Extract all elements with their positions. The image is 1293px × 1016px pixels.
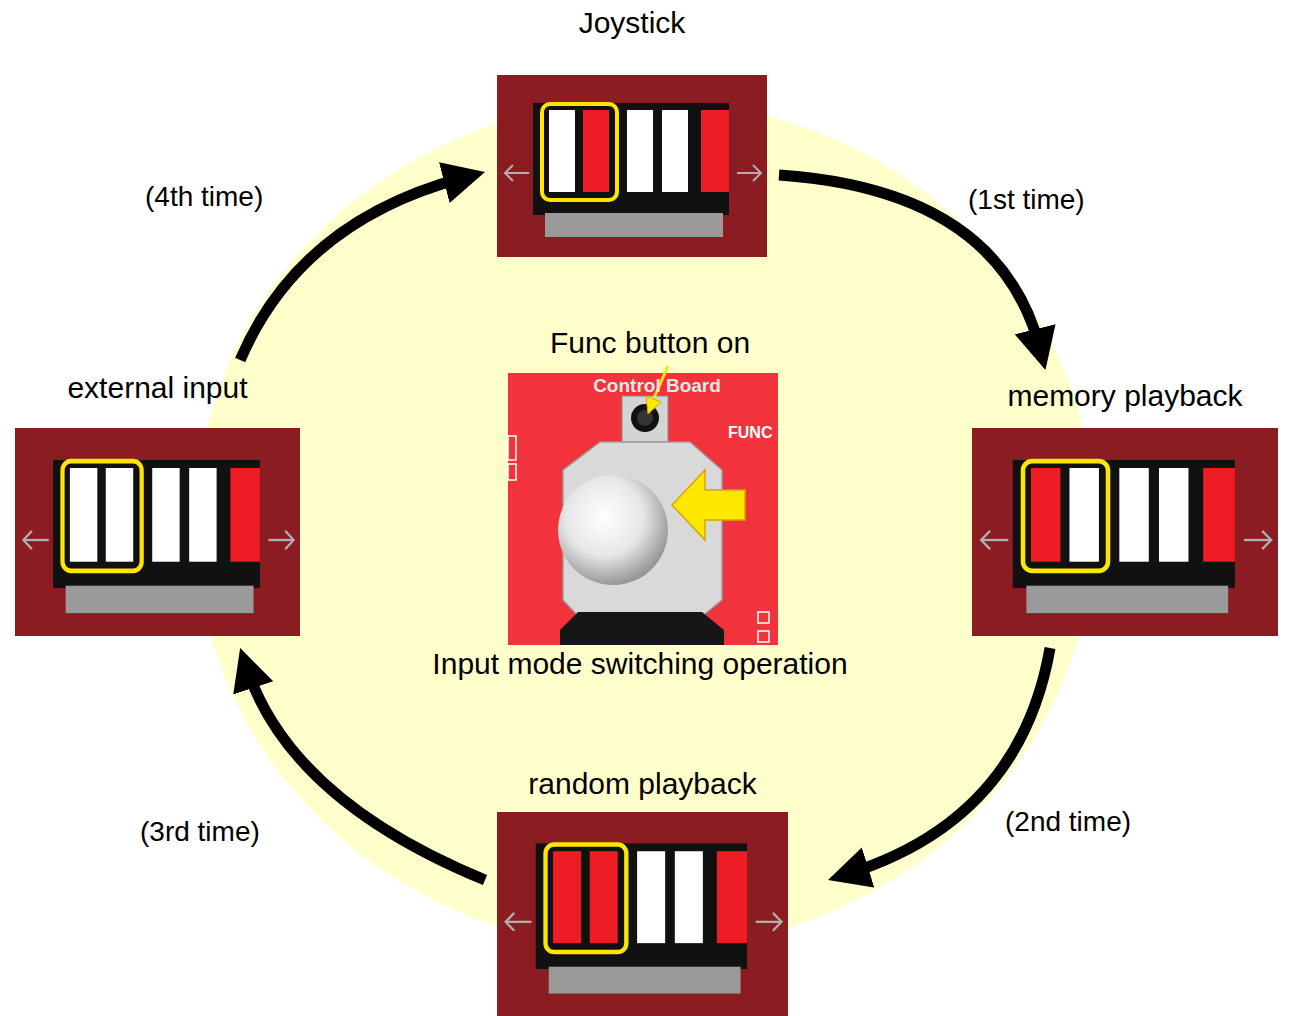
leader-arrowhead	[646, 396, 661, 414]
mode-node: random playback	[497, 766, 788, 1016]
scroll-arrow	[756, 921, 782, 923]
scroll-arrow	[981, 539, 1008, 541]
push-arrow	[672, 470, 745, 540]
scroll-arrow	[506, 921, 532, 923]
board-silkscreen: Control Board	[593, 374, 721, 397]
indicator-cell	[717, 851, 747, 943]
indicator-cell	[583, 110, 609, 192]
indicator-cell	[553, 851, 581, 943]
panel-ground	[972, 428, 1278, 636]
board-pad	[508, 436, 516, 460]
board-pad	[758, 631, 769, 642]
indicator-cell	[1203, 468, 1235, 562]
scroll-arrow	[23, 531, 31, 549]
indicator-cell	[1159, 468, 1188, 562]
caption-label: Input mode switching operation	[432, 646, 847, 682]
mode-node: external input	[15, 370, 300, 636]
indicator-cell	[701, 110, 729, 192]
mode-indicator	[497, 812, 788, 1016]
scroll-arrow	[23, 539, 48, 541]
mode-indicator	[497, 75, 767, 257]
scroll-arrow	[285, 531, 293, 549]
board-pad	[508, 464, 516, 480]
scroll-arrow	[505, 172, 529, 174]
func-button-body	[622, 396, 668, 442]
scroll-arrow	[753, 165, 761, 181]
mode-node: Joystick	[497, 5, 767, 257]
button-silkscreen: FUNC	[728, 423, 772, 442]
switch-body	[1013, 460, 1235, 588]
mode-heading: random playback	[497, 766, 788, 802]
joystick-knob	[558, 475, 668, 585]
joystick-base	[560, 612, 724, 645]
mode-indicator	[972, 428, 1278, 636]
step-label: (2nd time)	[1005, 805, 1131, 839]
scroll-arrow	[506, 913, 515, 931]
scroll-arrow	[268, 539, 293, 541]
highlight-frame	[542, 104, 617, 200]
mode-node: memory playback	[972, 378, 1278, 636]
indicator-cell	[1069, 468, 1098, 562]
indicator-cell	[70, 468, 97, 562]
mode-indicator	[15, 428, 300, 636]
switch-base	[66, 586, 254, 613]
highlight-frame	[546, 845, 627, 953]
indicator-cell	[230, 468, 260, 562]
indicator-cell	[152, 468, 179, 562]
panel-ground	[497, 812, 788, 1016]
indicator-cell	[189, 468, 216, 562]
mode-heading: Joystick	[497, 5, 767, 41]
cycle-arrow	[847, 648, 1050, 874]
cycle-arrow	[240, 177, 465, 360]
mode-panel	[497, 75, 767, 257]
highlight-frame	[1023, 461, 1108, 571]
mode-panel	[972, 428, 1278, 636]
indicator-cell	[549, 110, 575, 192]
highlight-frame	[63, 461, 142, 571]
switch-body	[533, 103, 729, 215]
indicator-cell	[627, 110, 653, 192]
callout-label: Func button on	[550, 325, 750, 361]
scroll-arrow	[981, 531, 990, 549]
indicator-cell	[637, 851, 665, 943]
scroll-arrow	[1244, 539, 1271, 541]
mode-panel	[497, 812, 788, 1016]
switch-body	[53, 460, 260, 588]
step-label: (4th time)	[145, 180, 263, 214]
indicator-cell	[1119, 468, 1148, 562]
scroll-arrow	[773, 913, 782, 931]
switch-base	[1026, 586, 1228, 613]
switch-base	[549, 967, 741, 994]
indicator-cell	[1031, 468, 1060, 562]
mode-heading: memory playback	[972, 378, 1278, 414]
indicator-cell	[662, 110, 688, 192]
scroll-arrow	[1262, 531, 1271, 549]
board-pad	[758, 612, 769, 623]
indicator-cell	[675, 851, 703, 943]
cycle-arrow	[246, 667, 485, 880]
mode-panel	[15, 428, 300, 636]
step-label: (1st time)	[968, 183, 1085, 217]
panel-ground	[15, 428, 300, 636]
scroll-arrow	[505, 165, 513, 181]
indicator-cell	[590, 851, 618, 943]
switch-body	[536, 843, 747, 969]
scroll-arrow	[737, 172, 761, 174]
control-board	[508, 373, 778, 645]
switch-base	[545, 213, 723, 237]
step-label: (3rd time)	[140, 815, 260, 849]
panel-ground	[497, 75, 767, 257]
indicator-cell	[106, 468, 133, 562]
mode-heading: external input	[15, 370, 300, 406]
func-button-top	[637, 410, 653, 426]
